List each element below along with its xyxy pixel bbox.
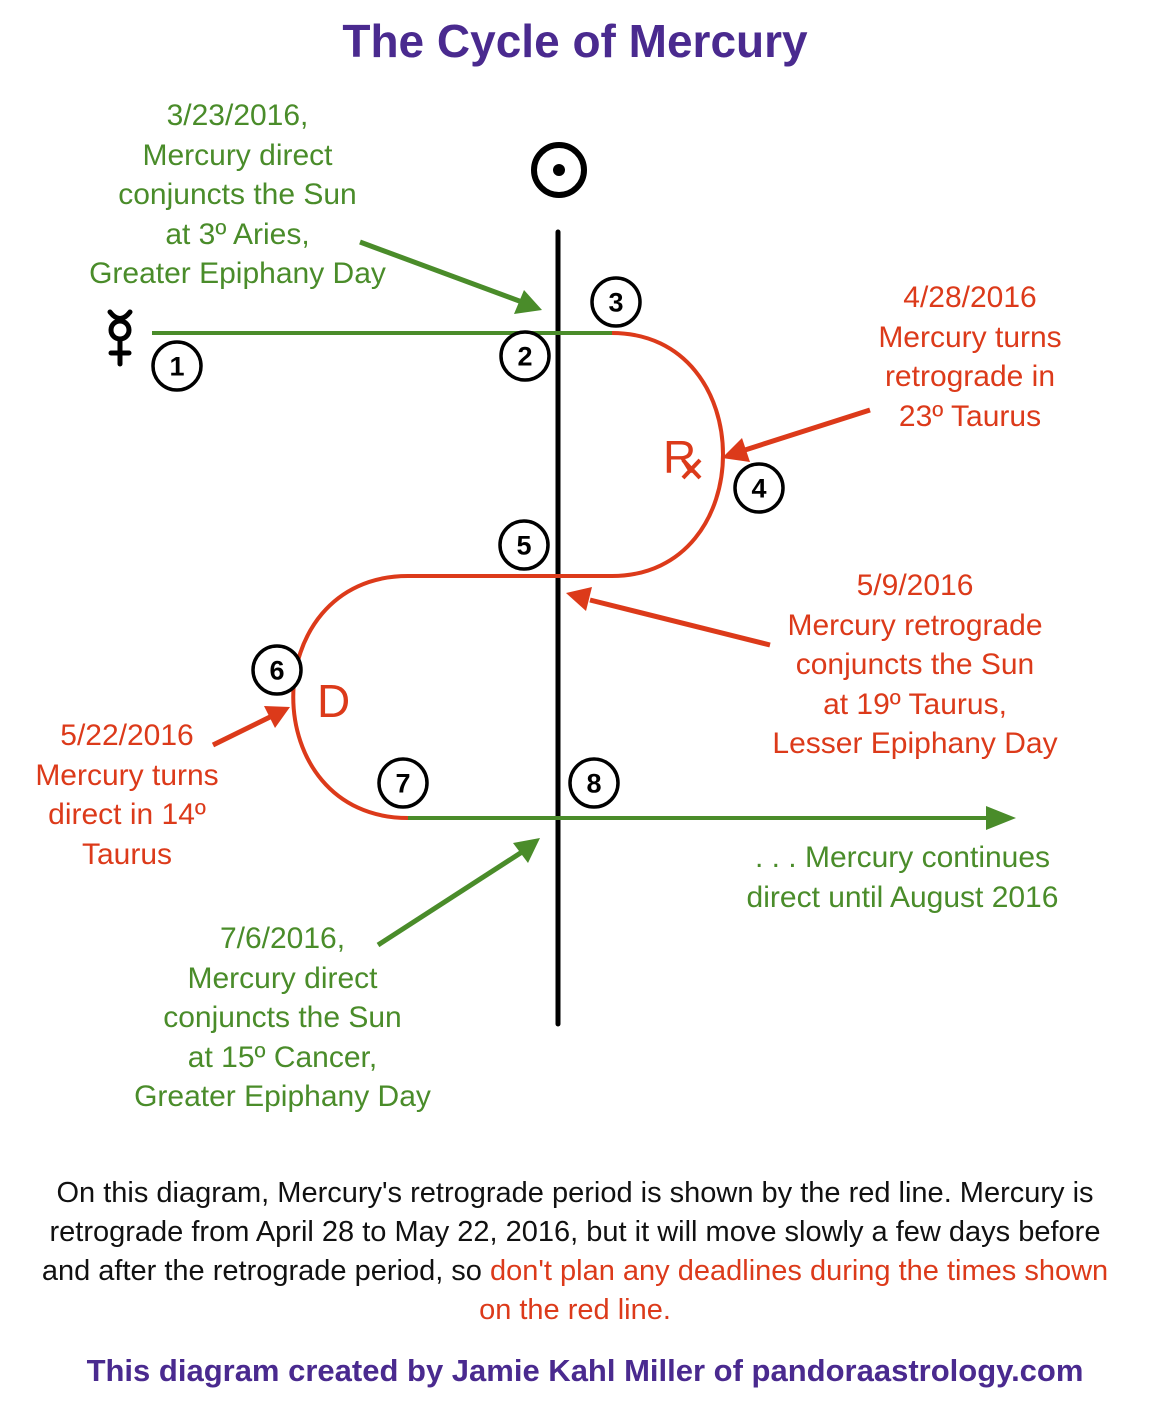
mercury-symbol-icon — [107, 309, 133, 367]
retrograde-symbol-icon: R — [663, 431, 702, 483]
svg-text:8: 8 — [586, 769, 601, 799]
arrow-to-point-2 — [359, 239, 542, 314]
arrow-to-point-5 — [566, 587, 771, 648]
marker-2: 2 — [499, 330, 551, 382]
svg-text:5: 5 — [516, 531, 531, 561]
svg-text:R: R — [663, 431, 696, 483]
arrow-to-point-6 — [211, 706, 290, 748]
caption-text: On this diagram, Mercury's retrograde pe… — [30, 1174, 1120, 1330]
credit-line: This diagram created by Jamie Kahl Mille… — [86, 1353, 1084, 1388]
annotation-point-4: 4/28/2016 Mercury turns retrograde in 23… — [878, 281, 1062, 433]
retrograde-path — [291, 331, 725, 820]
marker-8: 8 — [568, 757, 620, 809]
sun-symbol-icon — [531, 142, 587, 198]
annotation-point-8: 7/6/2016, Mercury direct conjuncts the S… — [134, 922, 431, 1113]
direct-symbol: D — [317, 675, 350, 727]
svg-text:4: 4 — [751, 474, 766, 504]
svg-text:6: 6 — [269, 656, 284, 686]
marker-5: 5 — [498, 519, 550, 571]
caption-main: On this diagram, Mercury's retrograde pe… — [41, 1177, 1101, 1287]
marker-4: 4 — [733, 462, 785, 514]
annotation-point-2: 3/23/2016, Mercury direct conjuncts the … — [89, 99, 386, 290]
caption-warning: don't plan any deadlines during the time… — [479, 1255, 1109, 1326]
annotation-continues: . . . Mercury continues direct until Aug… — [746, 841, 1059, 914]
annotation-point-6: 5/22/2016 Mercury turns direct in 14º Ta… — [35, 719, 219, 871]
direct-arrowhead — [986, 806, 1016, 830]
marker-7: 7 — [377, 757, 429, 809]
arrow-to-point-4 — [722, 407, 871, 462]
svg-text:2: 2 — [517, 342, 532, 372]
marker-1: 1 — [151, 340, 203, 392]
marker-3: 3 — [590, 276, 642, 328]
arrow-to-point-8 — [376, 838, 540, 948]
svg-text:7: 7 — [395, 769, 410, 799]
page-title: The Cycle of Mercury — [342, 15, 808, 67]
svg-text:3: 3 — [608, 288, 623, 318]
marker-6: 6 — [251, 644, 303, 696]
svg-text:1: 1 — [169, 352, 184, 382]
annotation-point-5: 5/9/2016 Mercury retrograde conjuncts th… — [772, 569, 1058, 760]
